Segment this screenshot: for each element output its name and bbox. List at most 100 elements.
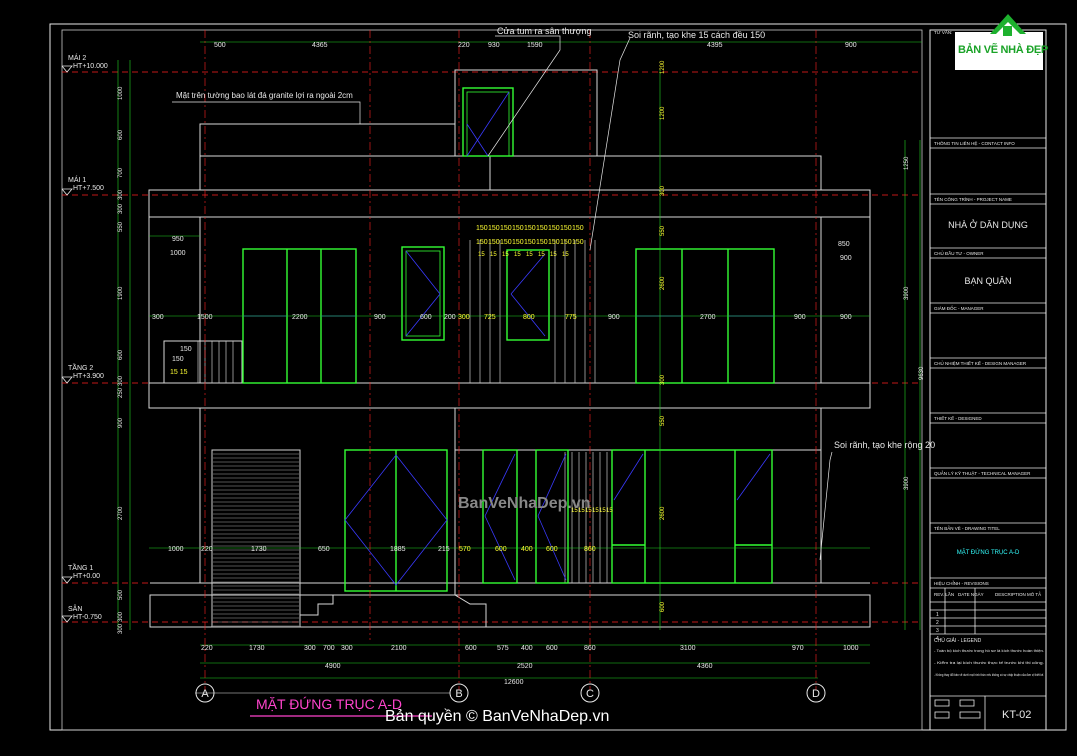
dim-bottom-1: 600: [546, 645, 558, 652]
dim-slat-2: 150: [572, 239, 584, 246]
dim-slat: 150: [572, 225, 584, 232]
axis-circle-icon: [806, 683, 826, 703]
dim-slat: 150: [560, 225, 572, 232]
dim-floor1: 400: [521, 546, 533, 553]
watermark: BanVeNhaDep.vn: [458, 495, 591, 512]
dim-floor1-slat: 15: [578, 508, 585, 514]
level-name: MÁI 2: [68, 53, 86, 62]
legend-note: - Kiểm tra lại kích thước thực tế trước …: [934, 660, 1044, 665]
brand-logo: BẢN VẼ NHÀ ĐẸP: [958, 44, 1048, 56]
title-block-label: QUẢN LÝ KỸ THUẬT - TECHNICAL MANAGER: [934, 470, 1031, 476]
window-f1-1: [482, 449, 518, 584]
dim-top: 500: [214, 42, 226, 49]
house-logo-icon: [955, 14, 1043, 70]
dim-bottom-1: 970: [792, 645, 804, 652]
dim-slat: 150: [476, 225, 488, 232]
dim-floor2-upper: 950: [172, 236, 184, 243]
legend-note: - Toàn bộ kích thước trong hồ sơ là kích…: [934, 648, 1044, 653]
dim-floor2: 1500: [197, 314, 213, 321]
leader-lines: [172, 35, 833, 561]
dim-total: 12600: [504, 679, 524, 686]
dim-top: 930: [488, 42, 500, 49]
dim-left-vertical: 300: [118, 189, 124, 200]
dim-floor2: 900: [374, 314, 386, 321]
title-block-label: TƯ VẤN:: [934, 29, 952, 35]
dim-bottom-1: 575: [497, 645, 509, 652]
dim-floor2: 900: [608, 314, 620, 321]
window-f1-3: [611, 449, 773, 584]
dim-right-vertical: 550: [660, 415, 666, 426]
dim-bottom-1: 400: [521, 645, 533, 652]
dim-top: 220: [458, 42, 470, 49]
dim-floor1: 650: [318, 546, 330, 553]
title-block-stamp: [934, 699, 981, 719]
axis-label: C: [586, 688, 594, 700]
axis-lines: [204, 30, 817, 690]
dim-left-vertical: 250: [118, 387, 124, 398]
level-value: HT+10.000: [73, 63, 108, 70]
dim-slat-gap: 15: [514, 252, 521, 258]
level-markers: [61, 65, 73, 623]
dim-floor1: 1730: [251, 546, 267, 553]
dim-left-vertical: 550: [118, 221, 124, 232]
dim-left-vertical: 300: [118, 623, 124, 634]
dim-slat: 150: [524, 225, 536, 232]
axis-label: A: [201, 688, 209, 700]
title-block-label: TÊN CÔNG TRÌNH - PROJECT NAME: [934, 195, 1012, 202]
dim-slat-2: 150: [500, 239, 512, 246]
dim-floor1: 600: [495, 546, 507, 553]
dim-slat-2: 150: [488, 239, 500, 246]
level-value: HT+0.00: [73, 573, 100, 580]
dim-right-outer: 1250: [904, 156, 910, 170]
axis-markers: [195, 683, 826, 703]
dim-left-vertical: 300: [118, 611, 124, 622]
dim-right-vertical: 300: [660, 374, 666, 385]
dim-floor1-slat: 15: [606, 508, 613, 514]
dim-left-vertical: 1000: [118, 86, 124, 100]
level-name: TẦNG 1: [68, 562, 93, 572]
dim-floor2: 900: [840, 314, 852, 321]
dim-floor1: 215: [438, 546, 450, 553]
level-value: HT-0.750: [73, 614, 102, 621]
dim-bottom-1: 600: [465, 645, 477, 652]
title-block-label: CHỦ ĐẦU TƯ - OWNER: [934, 250, 984, 256]
dim-floor1: 600: [546, 546, 558, 553]
dim-left-vertical: 900: [118, 417, 124, 428]
dim-slat-2: 150: [548, 239, 560, 246]
revision-header: REV. LẦN: [934, 591, 954, 597]
axis-circle-icon: [580, 683, 600, 703]
dim-floor1: 570: [459, 546, 471, 553]
dim-balcony: 150: [172, 356, 184, 363]
garage-roller-door: [211, 449, 301, 628]
dim-bottom-1: 2100: [391, 645, 407, 652]
dim-slat-2: 150: [536, 239, 548, 246]
dim-bottom-1: 1000: [843, 645, 859, 652]
annotation-parapet: Mặt trên tường bao lát đá granite lợi ra…: [176, 91, 353, 100]
dim-bottom-2: 4360: [697, 663, 713, 670]
revision-num: 4: [936, 636, 939, 642]
dim-bottom-1: 860: [584, 645, 596, 652]
dim-bottom-1: 300: [341, 645, 353, 652]
level-name: SÂN: [68, 604, 82, 613]
dim-left-vertical: 700: [118, 167, 124, 178]
dim-slat-gap: 15: [550, 252, 557, 258]
dim-right-vertical: 1200: [660, 106, 666, 120]
dim-left-vertical: 600: [118, 349, 124, 360]
dim-floor2: 900: [794, 314, 806, 321]
dim-slat-gap: 15: [526, 252, 533, 258]
title-block-value: MẶT ĐỨNG TRỤC A-D: [957, 549, 1020, 556]
title-block-label: HIỆU CHỈNH - REVISIONS: [934, 579, 989, 586]
dim-floor1: 860: [584, 546, 596, 553]
roller-door-lines: [213, 453, 299, 627]
dim-bottom-2: 2520: [517, 663, 533, 670]
dim-floor1: 1885: [390, 546, 406, 553]
dim-slat: 150: [488, 225, 500, 232]
dim-balcony: 150: [180, 346, 192, 353]
dim-slat: 150: [548, 225, 560, 232]
dim-floor1: 220: [201, 546, 213, 553]
dim-floor2: 300: [152, 314, 164, 321]
dim-slat-2: 150: [476, 239, 488, 246]
dim-slat-gap: 15: [478, 252, 485, 258]
